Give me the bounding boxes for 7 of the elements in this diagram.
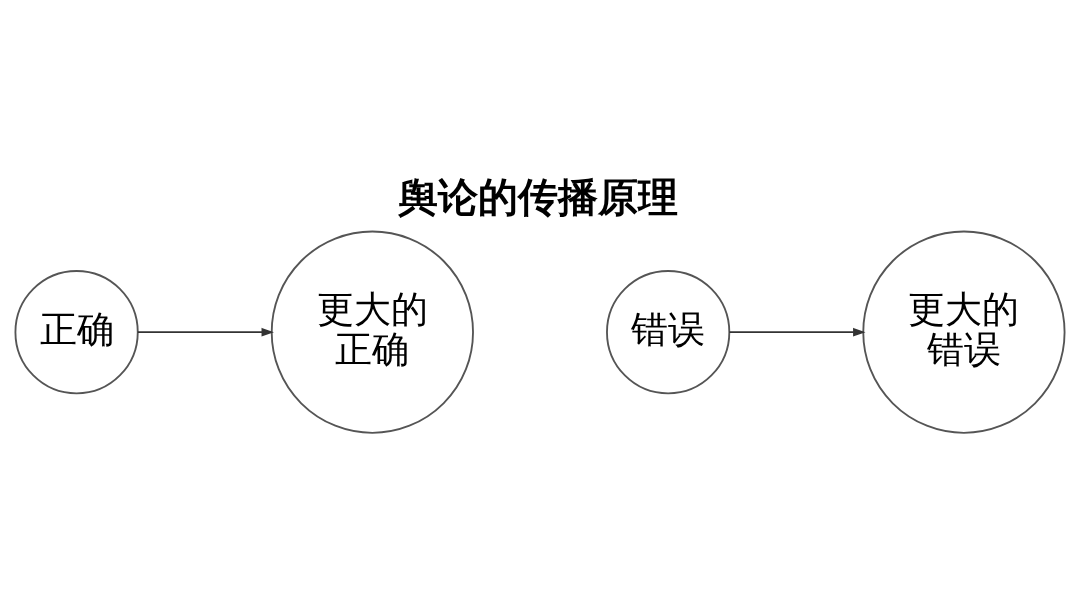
node-circle: 更大的正确	[270, 230, 474, 434]
arrow	[137, 327, 274, 337]
node-circle: 正确	[14, 270, 139, 395]
arrow	[728, 327, 866, 337]
node-circle: 更大的错误	[862, 230, 1066, 434]
diagram-title: 舆论的传播原理	[397, 174, 678, 221]
node-circle: 错误	[606, 270, 731, 395]
